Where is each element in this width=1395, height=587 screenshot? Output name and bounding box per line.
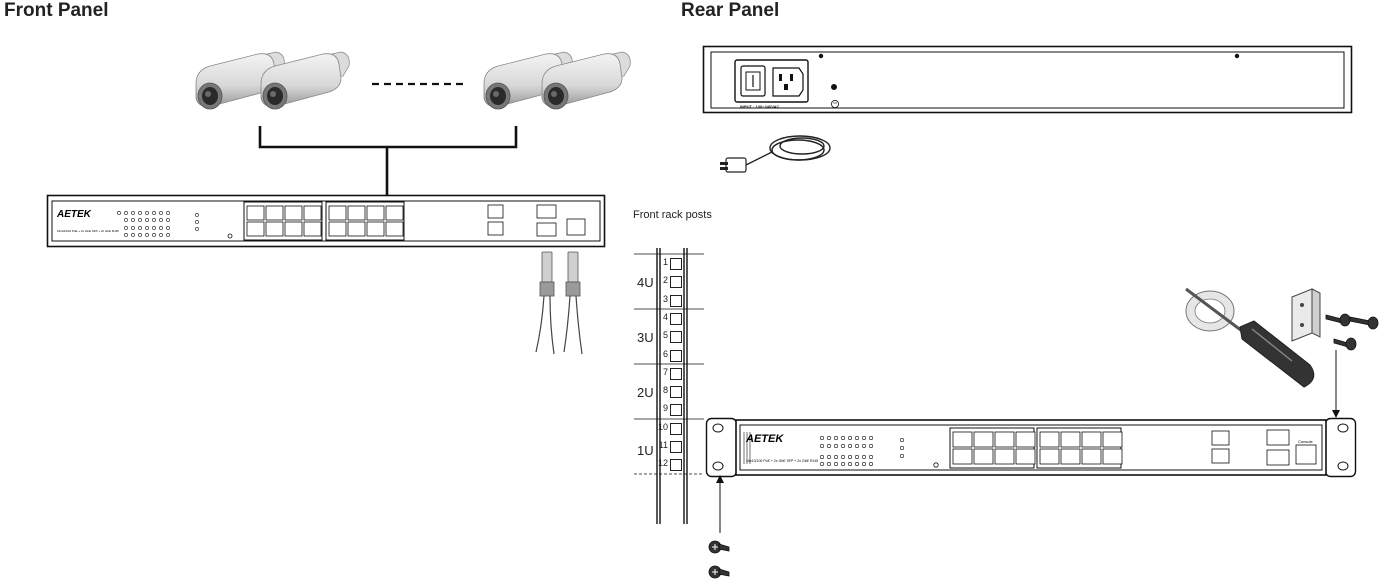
ground-icon	[830, 100, 839, 109]
rack-hole-number: 10	[657, 421, 668, 432]
rack-hole-number: 6	[662, 348, 668, 359]
rack-screws-icon	[708, 540, 730, 579]
rj45-port	[284, 221, 303, 237]
rack-hole	[670, 349, 682, 362]
rack-hole-number: 12	[657, 458, 668, 469]
install-arrow-down	[1332, 350, 1340, 418]
camera-1	[195, 51, 285, 110]
rj45-port	[1060, 431, 1081, 448]
rack-hole-number: 5	[662, 330, 668, 341]
power-inlet-icon	[734, 59, 809, 103]
rj45-port	[1015, 431, 1036, 448]
rj45-port	[303, 205, 322, 221]
rj45-port	[1102, 431, 1123, 448]
rack-hole	[670, 459, 682, 472]
rack-hole-number: 4	[662, 311, 668, 322]
front-panel-title: Front Panel	[4, 0, 109, 21]
rj45-port	[303, 221, 322, 237]
rack-bracket-icon	[1291, 288, 1321, 342]
rj45-port	[952, 431, 973, 448]
rack-hole	[670, 294, 682, 307]
rack-hole	[670, 404, 682, 417]
rack-switch: AETEK 16x10/100 PoE + 2x GbE SFP + 2x Gb…	[705, 417, 1357, 478]
rack-hole-number: 9	[662, 403, 668, 414]
svg-text:16x10/100 PoE + 2x GbE SFP + 2: 16x10/100 PoE + 2x GbE SFP + 2x GbE RJ45	[57, 229, 119, 233]
rack-hole	[670, 441, 682, 453]
rj45-port	[328, 205, 347, 221]
rj45-port	[265, 221, 284, 237]
rack-unit-1u: 1U	[637, 443, 654, 458]
rj45-port	[994, 448, 1015, 465]
rj45-port	[973, 448, 994, 465]
camera-4	[541, 51, 631, 110]
rj45-port	[366, 205, 385, 221]
svg-text:16x10/100 PoE + 2x GbE SFP + 2: 16x10/100 PoE + 2x GbE SFP + 2x GbE RJ45	[746, 459, 818, 463]
rack-hole	[670, 312, 682, 325]
rack-hole-number: 3	[662, 293, 668, 304]
rj45-port	[246, 221, 265, 237]
sfp-transceivers-icon	[535, 251, 583, 355]
bracket-screws-icon	[1325, 313, 1379, 351]
camera-3	[483, 51, 573, 110]
rack-switch-console-label: Console	[1298, 439, 1313, 444]
rack-hole	[670, 331, 682, 344]
screwdriver-icon	[1185, 287, 1315, 388]
rj45-port	[994, 431, 1015, 448]
rj45-port	[366, 221, 385, 237]
rj45-port	[284, 205, 303, 221]
rj45-port	[347, 205, 366, 221]
camera-2	[260, 51, 350, 110]
rj45-port	[385, 205, 404, 221]
rack-unit-4u: 4U	[637, 275, 654, 290]
rack-posts-title: Front rack posts	[633, 209, 712, 221]
rack-switch-brand: AETEK	[745, 433, 784, 445]
power-input-label: INPUT : 100~240VAC	[740, 104, 780, 109]
rj45-port	[265, 205, 284, 221]
rack-posts-diagram	[634, 248, 704, 524]
rj45-port	[1102, 448, 1123, 465]
rj45-port	[1039, 431, 1060, 448]
rear-switch	[702, 45, 1353, 114]
rj45-port	[385, 221, 404, 237]
rj45-port	[973, 431, 994, 448]
front-switch-ports	[246, 205, 404, 237]
rack-hole-number: 2	[662, 275, 668, 286]
rj45-port	[328, 221, 347, 237]
rj45-port	[1081, 448, 1102, 465]
rack-hole-number: 7	[662, 366, 668, 377]
rear-panel-title: Rear Panel	[681, 0, 780, 21]
rack-hole-number: 8	[662, 385, 668, 396]
rack-hole	[670, 422, 682, 435]
rj45-port	[1015, 448, 1036, 465]
rj45-port	[1060, 448, 1081, 465]
install-arrow-up	[716, 475, 724, 533]
rack-hole	[670, 276, 682, 289]
rj45-port	[952, 448, 973, 465]
rack-hole	[670, 386, 682, 399]
rj45-port	[1081, 431, 1102, 448]
rj45-port	[246, 205, 265, 221]
rack-hole	[670, 258, 682, 270]
front-switch: AETEK 16x10/100 PoE + 2x GbE SFP + 2x Gb…	[46, 194, 606, 248]
front-switch-brand: AETEK	[56, 209, 92, 220]
rack-hole	[670, 367, 682, 380]
front-switch-leds	[117, 211, 199, 237]
rj45-port	[1039, 448, 1060, 465]
rack-unit-3u: 3U	[637, 330, 654, 345]
rj45-port	[347, 221, 366, 237]
power-cord-icon	[720, 135, 831, 173]
rack-unit-2u: 2U	[637, 385, 654, 400]
rack-hole-number: 1	[662, 257, 668, 267]
rack-hole-number: 11	[658, 440, 668, 450]
